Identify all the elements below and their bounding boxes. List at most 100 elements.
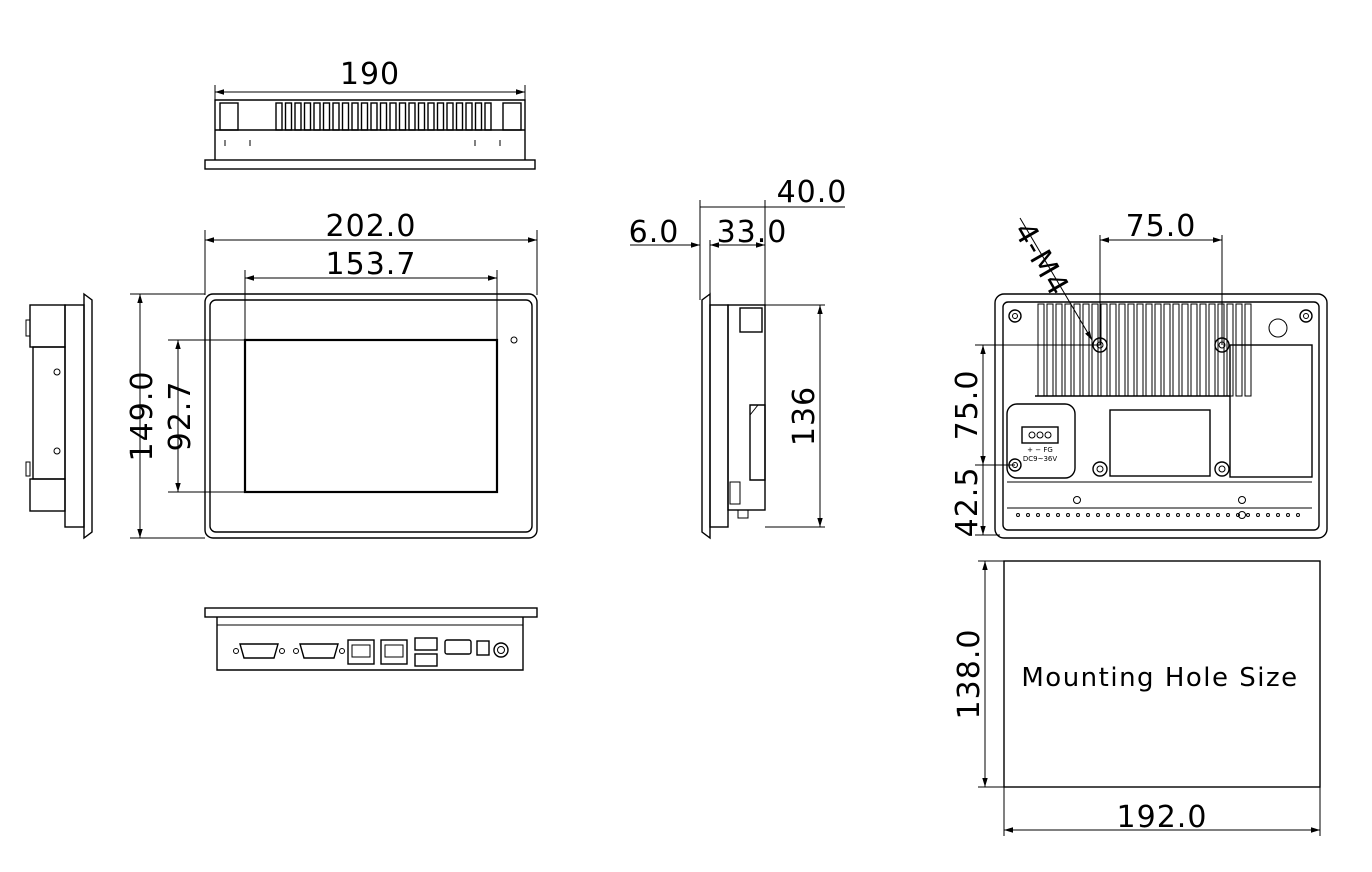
- fin: [1109, 303, 1117, 397]
- pin: [1266, 513, 1270, 517]
- top-view: 190: [204, 57, 536, 170]
- bottom-view: [204, 607, 538, 671]
- power-button: [493, 642, 509, 658]
- fin: [1163, 303, 1171, 397]
- dim-cutout-width: 192.0: [1117, 800, 1208, 835]
- dim-front-width: 202.0: [326, 209, 417, 244]
- screw-callout: 4-M4: [1006, 217, 1076, 303]
- mounting-holes: [1008, 309, 1313, 519]
- fin: [398, 102, 407, 131]
- pin: [1226, 513, 1230, 517]
- fin: [1244, 303, 1252, 397]
- fin: [351, 102, 359, 131]
- fin: [408, 102, 416, 131]
- fin: [1118, 303, 1126, 397]
- fin: [1199, 303, 1207, 397]
- fin: [1037, 303, 1045, 397]
- fin: [294, 102, 302, 131]
- pin: [1186, 513, 1190, 517]
- fin: [465, 102, 473, 131]
- pin: [1196, 513, 1200, 517]
- dim-screen-width: 153.7: [326, 247, 417, 282]
- pin: [1116, 513, 1120, 517]
- power-connector: [476, 640, 490, 656]
- fin: [436, 102, 445, 131]
- left-side-view: [25, 292, 93, 540]
- pin: [1086, 513, 1090, 517]
- pin: [1016, 513, 1020, 517]
- fin: [341, 102, 350, 131]
- fin: [1046, 303, 1054, 397]
- fin: [484, 102, 492, 131]
- pin: [1056, 513, 1060, 517]
- pin: [1156, 513, 1160, 517]
- fin: [379, 102, 388, 131]
- pin: [1076, 513, 1080, 517]
- pin: [1146, 513, 1150, 517]
- heatsink-fins: [275, 102, 492, 131]
- rear-view: 75.0 4-M4 75.0 42.5 + − FG DC9~36V: [950, 209, 1328, 539]
- pin: [1026, 513, 1030, 517]
- fin: [474, 102, 483, 131]
- fin: [1154, 303, 1162, 397]
- right-side-view: 40.0 6.0 33.0 136: [629, 175, 848, 540]
- power-input-label: DC9~36V: [1023, 455, 1058, 463]
- fin: [1181, 303, 1189, 397]
- dim-top-width: 190: [340, 57, 400, 92]
- dim-rear-offset: 42.5: [950, 467, 985, 538]
- pin: [1166, 513, 1170, 517]
- dim-rear-spacing-v: 75.0: [950, 370, 985, 441]
- fin: [1145, 303, 1153, 397]
- cutout-caption: Mounting Hole Size: [1021, 663, 1298, 693]
- pin: [1256, 513, 1260, 517]
- fin: [1055, 303, 1063, 397]
- fin: [417, 102, 426, 131]
- fin: [370, 102, 378, 131]
- dim-side-height: 136: [787, 386, 822, 446]
- lan-port-2: [380, 639, 408, 665]
- fin: [322, 102, 331, 131]
- pin: [1106, 513, 1110, 517]
- pin: [1036, 513, 1040, 517]
- hdmi-port: [444, 639, 472, 655]
- fin: [275, 102, 283, 131]
- fin: [1082, 303, 1090, 397]
- pin: [1096, 513, 1100, 517]
- fin: [1064, 303, 1072, 397]
- pin: [1066, 513, 1070, 517]
- pin: [1236, 513, 1240, 517]
- fin: [1172, 303, 1180, 397]
- dim-depth-bezel: 6.0: [629, 215, 680, 250]
- dim-screen-height: 92.7: [163, 381, 198, 452]
- pin: [1126, 513, 1130, 517]
- fin: [446, 102, 454, 131]
- rear-io-pins: [1016, 513, 1300, 517]
- pin: [1136, 513, 1140, 517]
- pin: [1246, 513, 1250, 517]
- lan-port-1: [347, 639, 375, 665]
- fin: [1190, 303, 1198, 397]
- dim-rear-spacing-h: 75.0: [1126, 209, 1197, 244]
- pin: [1276, 513, 1280, 517]
- serial-port-2: [293, 643, 345, 659]
- fin: [1235, 303, 1243, 397]
- rear-heatsink-fins: [1037, 303, 1252, 397]
- fin: [303, 102, 312, 131]
- dim-depth-total: 40.0: [777, 175, 848, 210]
- fin: [313, 102, 321, 131]
- pin: [1046, 513, 1050, 517]
- pin: [1296, 513, 1300, 517]
- pin: [1176, 513, 1180, 517]
- usb-ports: [414, 637, 438, 667]
- mounting-cutout: Mounting Hole Size 138.0 192.0: [952, 560, 1321, 836]
- fin: [1136, 303, 1144, 397]
- serial-port-1: [233, 643, 285, 659]
- fin: [1217, 303, 1225, 397]
- dim-cutout-height: 138.0: [952, 629, 987, 720]
- fin: [427, 102, 435, 131]
- power-terminal: + − FG DC9~36V: [1021, 426, 1059, 463]
- fin: [389, 102, 397, 131]
- fin: [360, 102, 369, 131]
- dim-front-height: 149.0: [125, 371, 160, 462]
- pin: [1216, 513, 1220, 517]
